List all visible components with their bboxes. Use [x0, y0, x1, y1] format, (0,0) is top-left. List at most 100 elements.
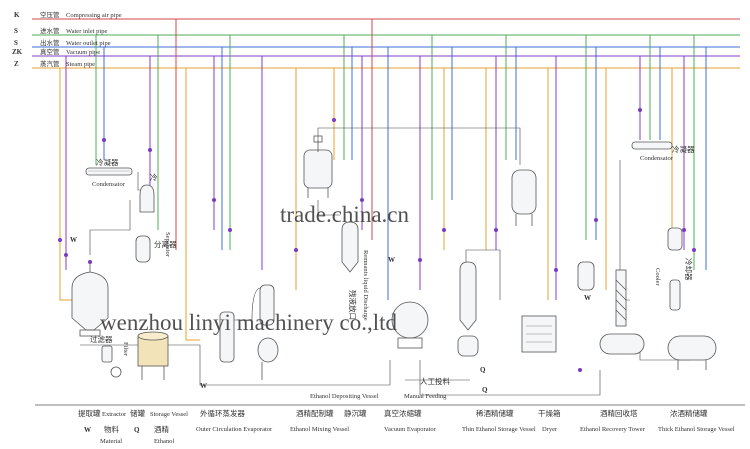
legend-cn-steam: 蒸汽管: [40, 59, 60, 68]
label-extractor-en: Extractor: [102, 411, 127, 418]
filter-body: [101, 345, 113, 363]
recovery-column: [615, 269, 627, 327]
legend-en-steam: Steam pipe: [66, 61, 95, 68]
evaporator-loop: [234, 287, 261, 321]
condenser-right: 冷凝器 Condensator: [631, 141, 695, 162]
legend-code-z: Z: [14, 60, 19, 68]
watermark-company: wenzhou linyi machinery co.,ltd: [100, 310, 398, 335]
cooler: 冷却器 Cooler: [654, 227, 694, 311]
label-dryer-cn: 干燥箱: [538, 408, 561, 418]
bottom-legend-w-code: W: [84, 426, 91, 434]
extractor-base: [79, 329, 101, 337]
separator: 分离器 Separator: [135, 232, 177, 263]
valve-icon: [294, 248, 298, 252]
legend: K 空压管 Compressing air pipe S 进水管 Water i…: [12, 10, 740, 69]
valve-icon: [494, 228, 498, 232]
vacuum-evaporator-cone: [459, 261, 477, 331]
extractor-valve: [88, 260, 92, 264]
process-line-mixing-top: [317, 127, 521, 165]
storage-vessel-top: [137, 331, 169, 341]
recovery-tank: [599, 333, 645, 355]
valve-icon: [360, 198, 364, 202]
pipe-mark-w1: W: [70, 236, 77, 244]
label-dryer-en: Dryer: [542, 426, 558, 433]
process-line-depositing: [317, 200, 340, 216]
process-line-thin-storage: [465, 249, 501, 300]
legend-en-compressed-air: Compressing air pipe: [66, 12, 122, 19]
condenser-right-en: Condensator: [640, 155, 674, 162]
valve-icon: [594, 218, 598, 222]
valve-icon: [148, 148, 152, 152]
legend-code-k: K: [14, 11, 20, 19]
label-storage-cn: 储罐: [130, 408, 145, 418]
process-line-extractor-top: [89, 200, 131, 255]
filter-en: Filter: [122, 342, 129, 357]
ethanol-recovery-tower: [577, 261, 645, 355]
vacuum-evaporator-base: [397, 337, 423, 349]
legend-cn-water-outlet: 出水管: [40, 38, 60, 47]
filter-pump: [110, 366, 122, 378]
cooler-body: [669, 279, 681, 311]
legend-en-vacuum: Vacuum pipe: [66, 49, 100, 56]
bottom-legend-q-code: Q: [134, 426, 140, 434]
label-extractor-cn: 提取罐: [78, 408, 101, 418]
valve-icon: [212, 198, 216, 202]
mixing-vessel-motor: [313, 135, 323, 143]
condenser-left-cn-short: 冷: [150, 172, 158, 182]
valve-icon: [578, 368, 582, 372]
dryer: [521, 315, 557, 353]
valve-icon: [554, 268, 558, 272]
depositing-vessel-body: [341, 221, 359, 273]
evaporator-separator: [257, 337, 279, 363]
legend-code-s-outlet: S: [14, 39, 18, 47]
vacuum-evaporator: [391, 261, 479, 357]
label-depositing-cn: 静沉罐: [344, 408, 367, 418]
legend-code-zk: ZK: [12, 48, 23, 56]
bottom-legend-q-cn: 酒精: [154, 424, 169, 434]
thin-ethanol-body: [511, 169, 537, 215]
evaporator-column: [259, 284, 275, 326]
label-evaporator-cn: 外循环蒸发器: [200, 408, 245, 418]
label-thick-storage-cn: 浓酒精储罐: [670, 408, 708, 418]
depositing-vessel-tag: 残液放口: [348, 290, 358, 320]
bottom-legend-q-en: Ethanol: [154, 438, 174, 445]
bottom-legend-w-en: Material: [100, 438, 122, 445]
label-mixing-cn: 酒精配制罐: [296, 408, 334, 418]
legend-cn-water-inlet: 进水管: [40, 26, 60, 35]
legend-en-water-inlet: Water inlet pipe: [66, 28, 107, 35]
label-vacuum-en: Vacuum Evaporator: [384, 426, 437, 433]
label-recovery-en: Ethanol Recovery Tower: [580, 426, 646, 433]
legend-cn-vacuum: 真空管: [40, 47, 60, 56]
receiver-small-body: [139, 184, 155, 213]
thick-ethanol-storage: [667, 335, 717, 370]
valve-icon: [64, 253, 68, 257]
condenser-left: 冷凝器 Condensator 冷: [85, 157, 158, 188]
pipe-mark-w3: W: [584, 294, 591, 302]
bottom-legend-w-cn: 物料: [104, 424, 119, 434]
valve-icon: [332, 118, 336, 122]
separator-body: [135, 235, 151, 263]
valve-icon: [638, 108, 642, 112]
legend-en-water-outlet: Water outlet pipe: [66, 40, 111, 47]
label-storage-en: Storage Vessel: [150, 411, 188, 418]
receiver-small: [139, 184, 155, 213]
recovery-small-vessel: [577, 261, 595, 291]
label-thin-storage-cn: 稀酒精储罐: [476, 408, 514, 418]
pipe-mark-w2: W: [388, 256, 395, 264]
cooler-top-vessel: [667, 227, 683, 251]
remnants-discharge-note: Remnants liquid Discharge: [362, 250, 369, 321]
label-thin-storage-en: Thin Ethanol Storage Vessel: [462, 426, 536, 433]
thick-ethanol-body: [667, 335, 717, 361]
thin-ethanol-storage: [511, 169, 537, 226]
process-line-ethanol: [419, 360, 601, 396]
label-thick-storage-en: Thick Ethanol Storage Vessel: [658, 426, 735, 433]
extractor: [71, 260, 109, 337]
valve-icon: [682, 228, 686, 232]
label-mixing-en: Ethanol Mixing Vessel: [290, 426, 349, 433]
bottom-labels: 提取罐 Extractor 储罐 Storage Vessel 外循环蒸发器 O…: [78, 408, 735, 433]
condenser-right-cn: 冷凝器: [672, 144, 695, 154]
condenser-left-cn: 冷凝器: [96, 157, 119, 167]
storage-vessel-body: [137, 335, 169, 367]
pipe-steam-evaporator: [185, 68, 200, 341]
